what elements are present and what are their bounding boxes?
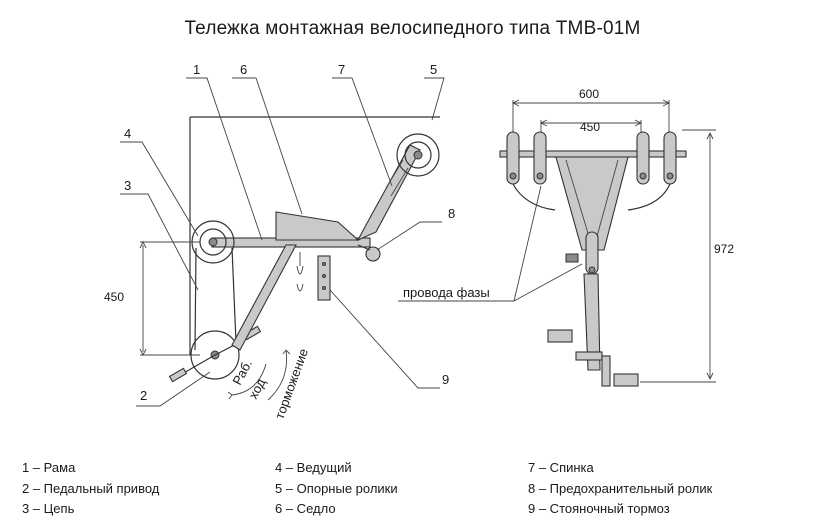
callout-2: 2	[140, 388, 147, 403]
legend-item: 9 – Стояночный тормоз	[528, 501, 670, 516]
callout-8: 8	[448, 206, 455, 221]
legend-item: 2 – Педальный привод	[22, 481, 160, 496]
side-view: 450 Раб. ход торможение 1 6 7 5 4 3 8 2 …	[104, 62, 455, 421]
callout-6: 6	[240, 62, 247, 77]
legend-item: 5 – Опорные ролики	[275, 481, 398, 496]
dim-450-side: 450	[104, 290, 124, 304]
legend-item: 6 – Седло	[275, 501, 336, 516]
technical-drawing: 450 Раб. ход торможение 1 6 7 5 4 3 8 2 …	[104, 62, 734, 421]
legend-item: 8 – Предохранительный ролик	[528, 481, 713, 496]
support-roller-outer	[396, 133, 440, 177]
phase-wires-label: провода фазы	[403, 285, 490, 300]
drawing-title: Тележка монтажная велосипедного типа ТМВ…	[184, 18, 641, 39]
callout-4: 4	[124, 126, 131, 141]
front-view: 600 450	[398, 87, 734, 387]
axle	[499, 150, 687, 158]
legend-item: 1 – Рама	[22, 460, 76, 475]
legend-item: 3 – Цепь	[22, 501, 75, 516]
legend-item: 7 – Спинка	[528, 460, 594, 475]
dim-972: 972	[714, 242, 734, 256]
callout-1: 1	[193, 62, 200, 77]
backrest-arm	[356, 144, 421, 242]
callout-5: 5	[430, 62, 437, 77]
callout-3: 3	[124, 178, 131, 193]
dim-450-front: 450	[580, 120, 600, 134]
seat	[275, 211, 360, 241]
dim-600: 600	[579, 87, 599, 101]
brake-label: торможение	[272, 346, 311, 421]
callout-9: 9	[442, 372, 449, 387]
safety-roller	[365, 246, 381, 262]
callout-7: 7	[338, 62, 345, 77]
move-label: ход	[245, 376, 268, 402]
legend-item: 4 – Ведущий	[275, 460, 352, 475]
